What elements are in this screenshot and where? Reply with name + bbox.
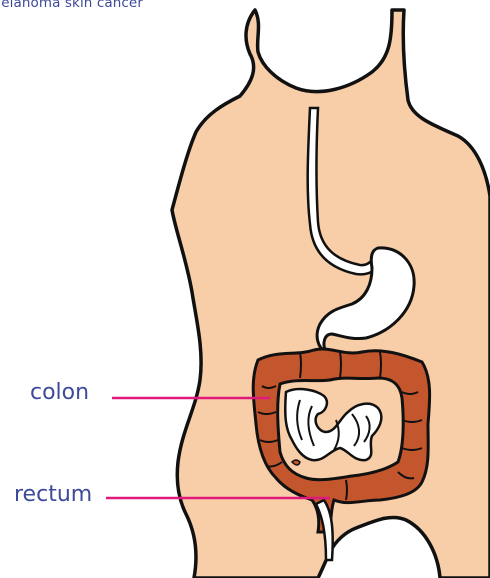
colon-label: colon [30,380,89,405]
rectum-label: rectum [14,482,92,507]
